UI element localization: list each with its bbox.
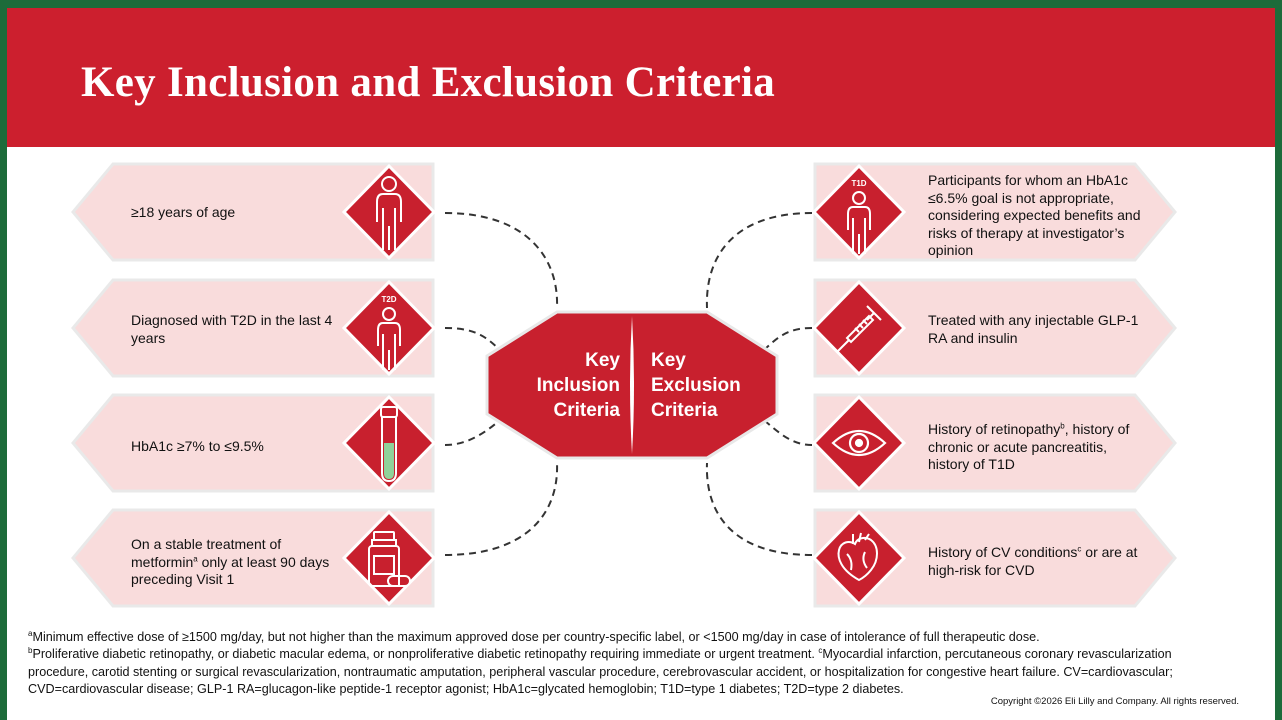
octagon-shape xyxy=(485,310,779,460)
card-shape xyxy=(71,278,435,378)
card-shape xyxy=(813,278,1177,378)
copyright: Copyright ©2026 Eli Lilly and Company. A… xyxy=(990,696,1239,707)
card-shape xyxy=(71,162,435,262)
pill-bottle-icon xyxy=(368,531,411,587)
exclusion-text: History of CV conditionsc or are at high… xyxy=(928,544,1138,578)
inclusion-heading: Key Inclusion Criteria xyxy=(536,350,620,421)
center-octagon: Key Inclusion Criteria Key Exclusion Cri… xyxy=(485,310,779,460)
person-t2d-icon: T2D xyxy=(377,295,401,370)
connector-lines xyxy=(444,212,813,556)
footnotes: aMinimum effective dose of ≥1500 mg/day,… xyxy=(28,629,1228,698)
inclusion-card-metformin: On a stable treatment of metformina only… xyxy=(71,508,435,608)
inclusion-card-age: ≥18 years of age xyxy=(71,162,435,262)
exclusion-card-cv: History of CV conditionsc or are at high… xyxy=(813,508,1177,608)
inclusion-text: Diagnosed with T2D in the last 4 years xyxy=(131,312,333,346)
heart-icon xyxy=(837,532,878,582)
card-shape xyxy=(813,162,1177,262)
inclusion-text: HbA1c ≥7% to ≤9.5% xyxy=(131,438,264,454)
test-tube-icon xyxy=(380,406,398,483)
person-t1d-icon: T1D xyxy=(847,179,871,254)
title-banner: Key Inclusion and Exclusion Criteria xyxy=(7,8,1275,147)
footnote-a: aMinimum effective dose of ≥1500 mg/day,… xyxy=(28,628,1040,644)
card-shape xyxy=(813,508,1177,608)
inclusion-card-hba1c: HbA1c ≥7% to ≤9.5% xyxy=(71,393,435,493)
exclusion-card-retinopathy: History of retinopathyb, history of chro… xyxy=(813,393,1177,493)
card-shape xyxy=(813,393,1177,493)
slide: Key Inclusion and Exclusion Criteria ≥18… xyxy=(7,8,1275,720)
exclusion-card-hba1c-goal: Participants for whom an HbA1c ≤6.5% goa… xyxy=(813,162,1177,262)
inclusion-card-t2d: Diagnosed with T2D in the last 4 years T… xyxy=(71,278,435,378)
inclusion-text: On a stable treatment of metformina only… xyxy=(131,536,330,587)
t1d-label: T1D xyxy=(851,179,866,188)
page-title: Key Inclusion and Exclusion Criteria xyxy=(81,59,776,106)
exclusion-text: History of retinopathyb, history of chro… xyxy=(928,421,1130,472)
footnote-b-c: bProliferative diabetic retinopathy, or … xyxy=(28,646,1173,696)
eye-icon xyxy=(831,430,887,456)
t2d-label: T2D xyxy=(381,295,396,304)
inclusion-text: ≥18 years of age xyxy=(131,204,236,220)
person-icon xyxy=(376,176,402,250)
exclusion-card-glp1: Treated with any injectable GLP-1 RA and… xyxy=(813,278,1177,378)
exclusion-text: Participants for whom an HbA1c ≤6.5% goa… xyxy=(928,172,1141,258)
exclusion-heading: Key Exclusion Criteria xyxy=(651,350,741,421)
exclusion-text: Treated with any injectable GLP-1 RA and… xyxy=(928,312,1139,346)
syringe-icon xyxy=(836,305,882,353)
card-shape xyxy=(71,508,435,608)
